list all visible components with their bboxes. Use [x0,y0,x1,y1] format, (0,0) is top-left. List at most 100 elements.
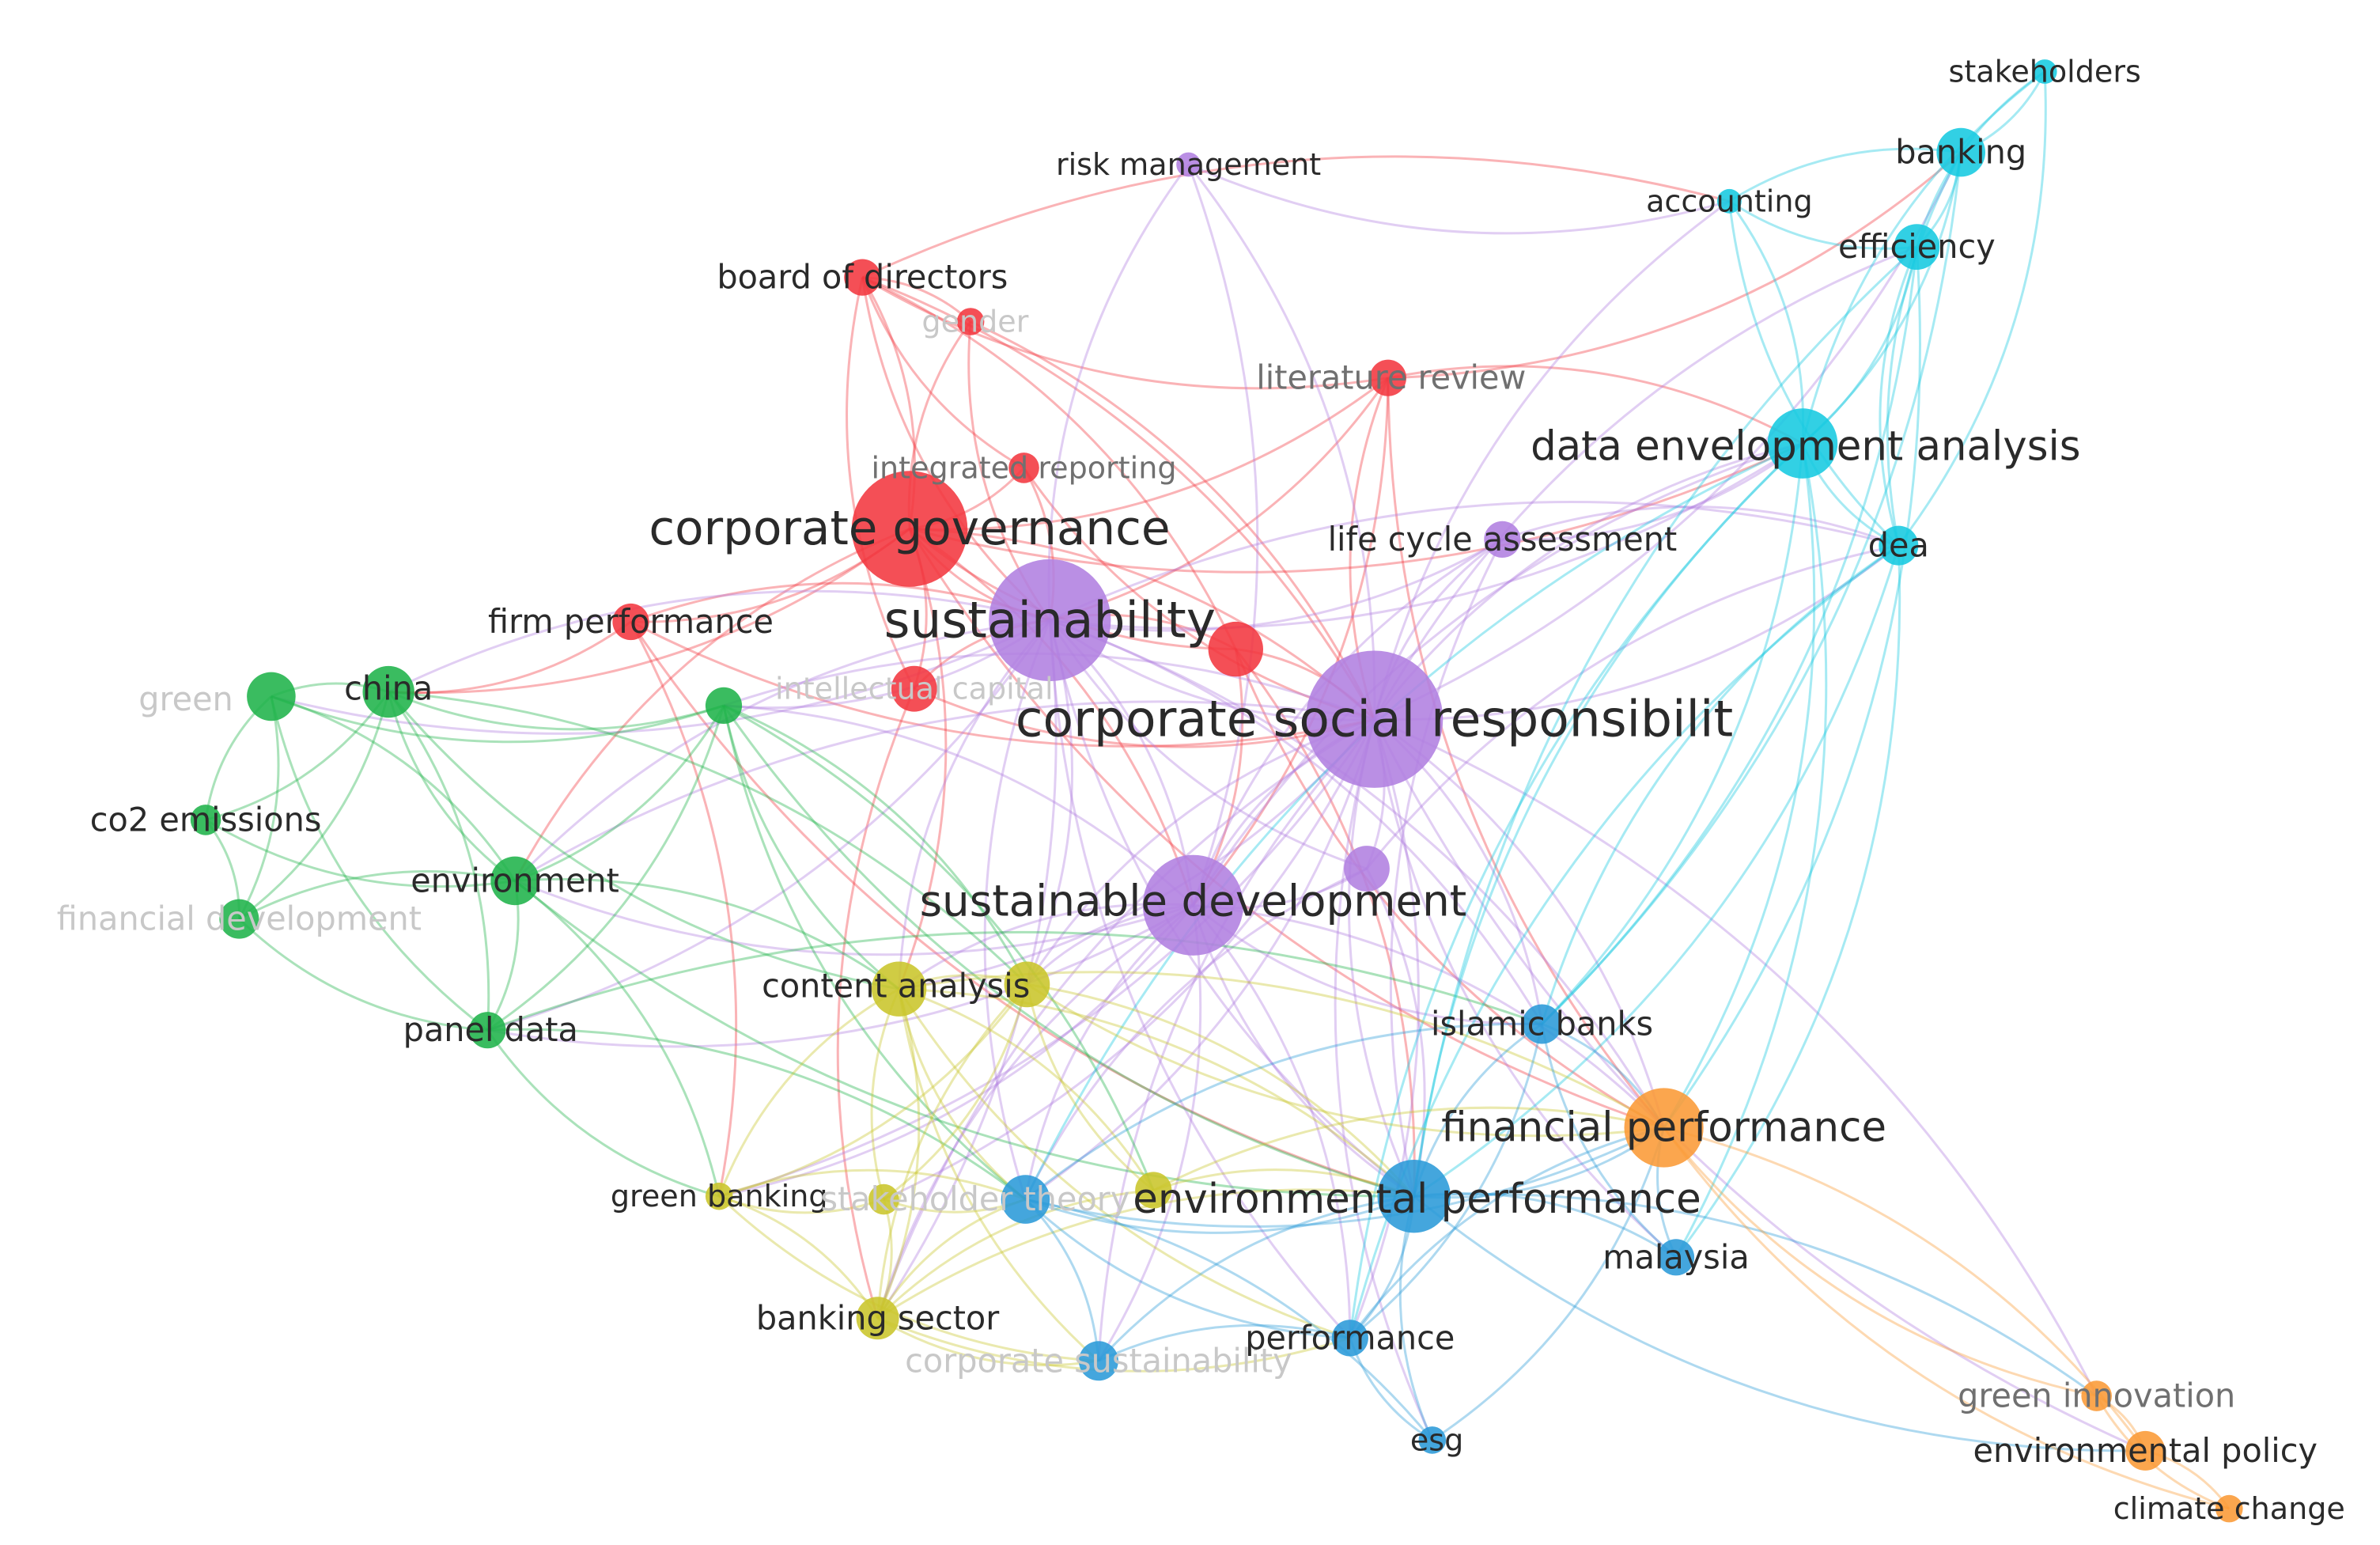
link-data-envelopment-analysis-financial-performance [1663,443,1816,1129]
node-green-banking[interactable] [705,1182,733,1210]
node-content-analysis[interactable] [871,961,927,1017]
link-yellow-hub-environmental-performance [1027,983,1415,1198]
node-financial-performance[interactable] [1624,1088,1704,1168]
link-green-hub-yellow-hub-2 [723,704,1155,1191]
link-accounting-efficiency [1728,200,1917,250]
link-financial-development-environment [238,870,516,920]
node-sustainable-development[interactable] [1142,854,1243,956]
link-sustainable-development-environment [514,880,1194,956]
link-environmental-performance-malaysia [1413,1192,1677,1259]
node-banking-sector[interactable] [856,1297,899,1340]
node-environment[interactable] [490,856,539,906]
link-sustainability-financial-performance [1049,619,1665,1129]
link-corporate-social-responsibility-banking-sector [876,718,1375,1319]
node-green[interactable] [247,672,296,721]
link-corporate-social-responsibility-data-envelopment-analysis [1373,442,1803,721]
node-board-of-directors[interactable] [844,259,881,296]
node-intellectual-capital[interactable] [891,665,937,712]
link-purple-hub-dea [1365,544,1899,869]
link-sustainability-risk-management [1047,164,1190,621]
link-corporate-social-responsibility-risk-management [1187,164,1376,720]
node-environmental-policy[interactable] [2125,1430,2166,1471]
link-sustainable-development-performance [1192,904,1352,1339]
node-corporate-governance[interactable] [851,471,968,587]
node-green-innovation[interactable] [2081,1380,2112,1411]
link-financial-development-panel-data [238,918,488,1032]
node-climate-change[interactable] [2215,1494,2243,1523]
node-purple-hub[interactable] [1344,846,1390,892]
link-green-hub-environmental-performance [722,705,1415,1198]
label-climate-change: climate change [2113,1491,2345,1526]
link-data-envelopment-analysis-islamic-banks [1541,443,1804,1025]
label-green-innovation: green innovation [1958,1377,2235,1415]
node-integrated-reporting[interactable] [1008,453,1039,483]
node-co2-emissions[interactable] [190,805,221,835]
link-islamic-banks-blue-hub [1024,1022,1542,1201]
link-yellow-hub-stakeholder-theory [883,984,1028,1201]
link-corporate-social-responsibility-malaysia [1373,718,1677,1259]
link-sustainability-china [388,589,1050,693]
node-risk-management[interactable] [1176,152,1201,177]
node-accounting[interactable] [1717,188,1742,214]
label-green: green [138,680,233,718]
node-data-envelopment-analysis[interactable] [1767,408,1838,479]
link-yellow-hub-2-financial-performance [1152,1106,1664,1191]
link-yellow-hub-financial-performance [1026,983,1664,1138]
link-corporate-social-responsibility-stakeholder-theory [883,718,1375,1201]
node-literature-review[interactable] [1369,359,1406,396]
link-green-environment [271,695,516,882]
link-data-envelopment-analysis-environmental-performance [1413,442,1803,1197]
link-corporate-social-responsibility-green-innovation [1374,718,2098,1397]
link-china-green-hub [388,691,725,731]
link-efficiency-environmental-performance [1413,245,1918,1197]
node-firm-performance[interactable] [612,603,649,641]
node-stakeholders[interactable] [2032,59,2057,84]
link-sustainable-development-banking-sector [876,904,1194,1319]
node-blue-hub[interactable] [1001,1175,1050,1224]
link-china-panel-data [387,691,490,1031]
link-purple-hub-environmental-performance [1365,868,1426,1197]
node-environmental-performance[interactable] [1377,1160,1451,1233]
node-yellow-hub[interactable] [1004,961,1050,1008]
link-layer [204,70,2231,1510]
link-sustainable-development-green-banking [718,904,1194,1198]
node-gender[interactable] [956,308,985,335]
node-efficiency[interactable] [1894,224,1940,270]
link-green-hub-yellow-hub [723,704,1028,986]
node-green-hub[interactable] [705,687,743,725]
node-esg[interactable] [1418,1426,1447,1454]
link-green-financial-development [238,696,280,920]
node-banking[interactable] [1936,127,1985,177]
link-environmental-performance-blue-hub [1025,1195,1415,1234]
node-malaysia[interactable] [1657,1239,1695,1276]
link-panel-data-blue-hub [487,1028,1027,1201]
link-life-cycle-assessment-dea [1501,506,1899,547]
node-stakeholder-theory[interactable] [868,1183,899,1215]
link-corporate-social-responsibility-accounting [1373,200,1731,720]
label-data-envelopment-analysis: data envelopment analysis [1531,422,2080,470]
link-china-environment [387,691,516,882]
link-financial-performance-climate-change [1663,1127,2230,1510]
link-board-of-directors-accounting [861,155,1730,278]
node-financial-development[interactable] [219,899,259,939]
node-dea[interactable] [1879,525,1919,566]
node-china[interactable] [362,665,414,718]
link-gender-corporate-social-responsibility [970,320,1375,720]
link-corporate-social-responsibility-environmental-performance [1347,718,1416,1197]
link-corporate-governance-china [388,528,910,695]
link-risk-management-accounting [1187,163,1730,235]
node-red-hub[interactable] [1208,621,1264,677]
node-life-cycle-assessment[interactable] [1484,521,1521,559]
link-green-banking-stakeholder-theory [718,1195,884,1214]
link-sustainability-life-cycle-assessment [1050,538,1504,632]
link-blue-hub-performance [1024,1199,1350,1339]
node-yellow-hub-2[interactable] [1135,1172,1172,1209]
node-panel-data[interactable] [469,1012,506,1049]
node-performance[interactable] [1331,1320,1368,1357]
node-sustainability[interactable] [989,559,1111,682]
link-sustainability-blue-hub [983,619,1051,1200]
node-islamic-banks[interactable] [1522,1004,1562,1044]
node-corporate-social-responsibility[interactable] [1305,650,1444,788]
node-corporate-sustainability[interactable] [1078,1341,1118,1381]
